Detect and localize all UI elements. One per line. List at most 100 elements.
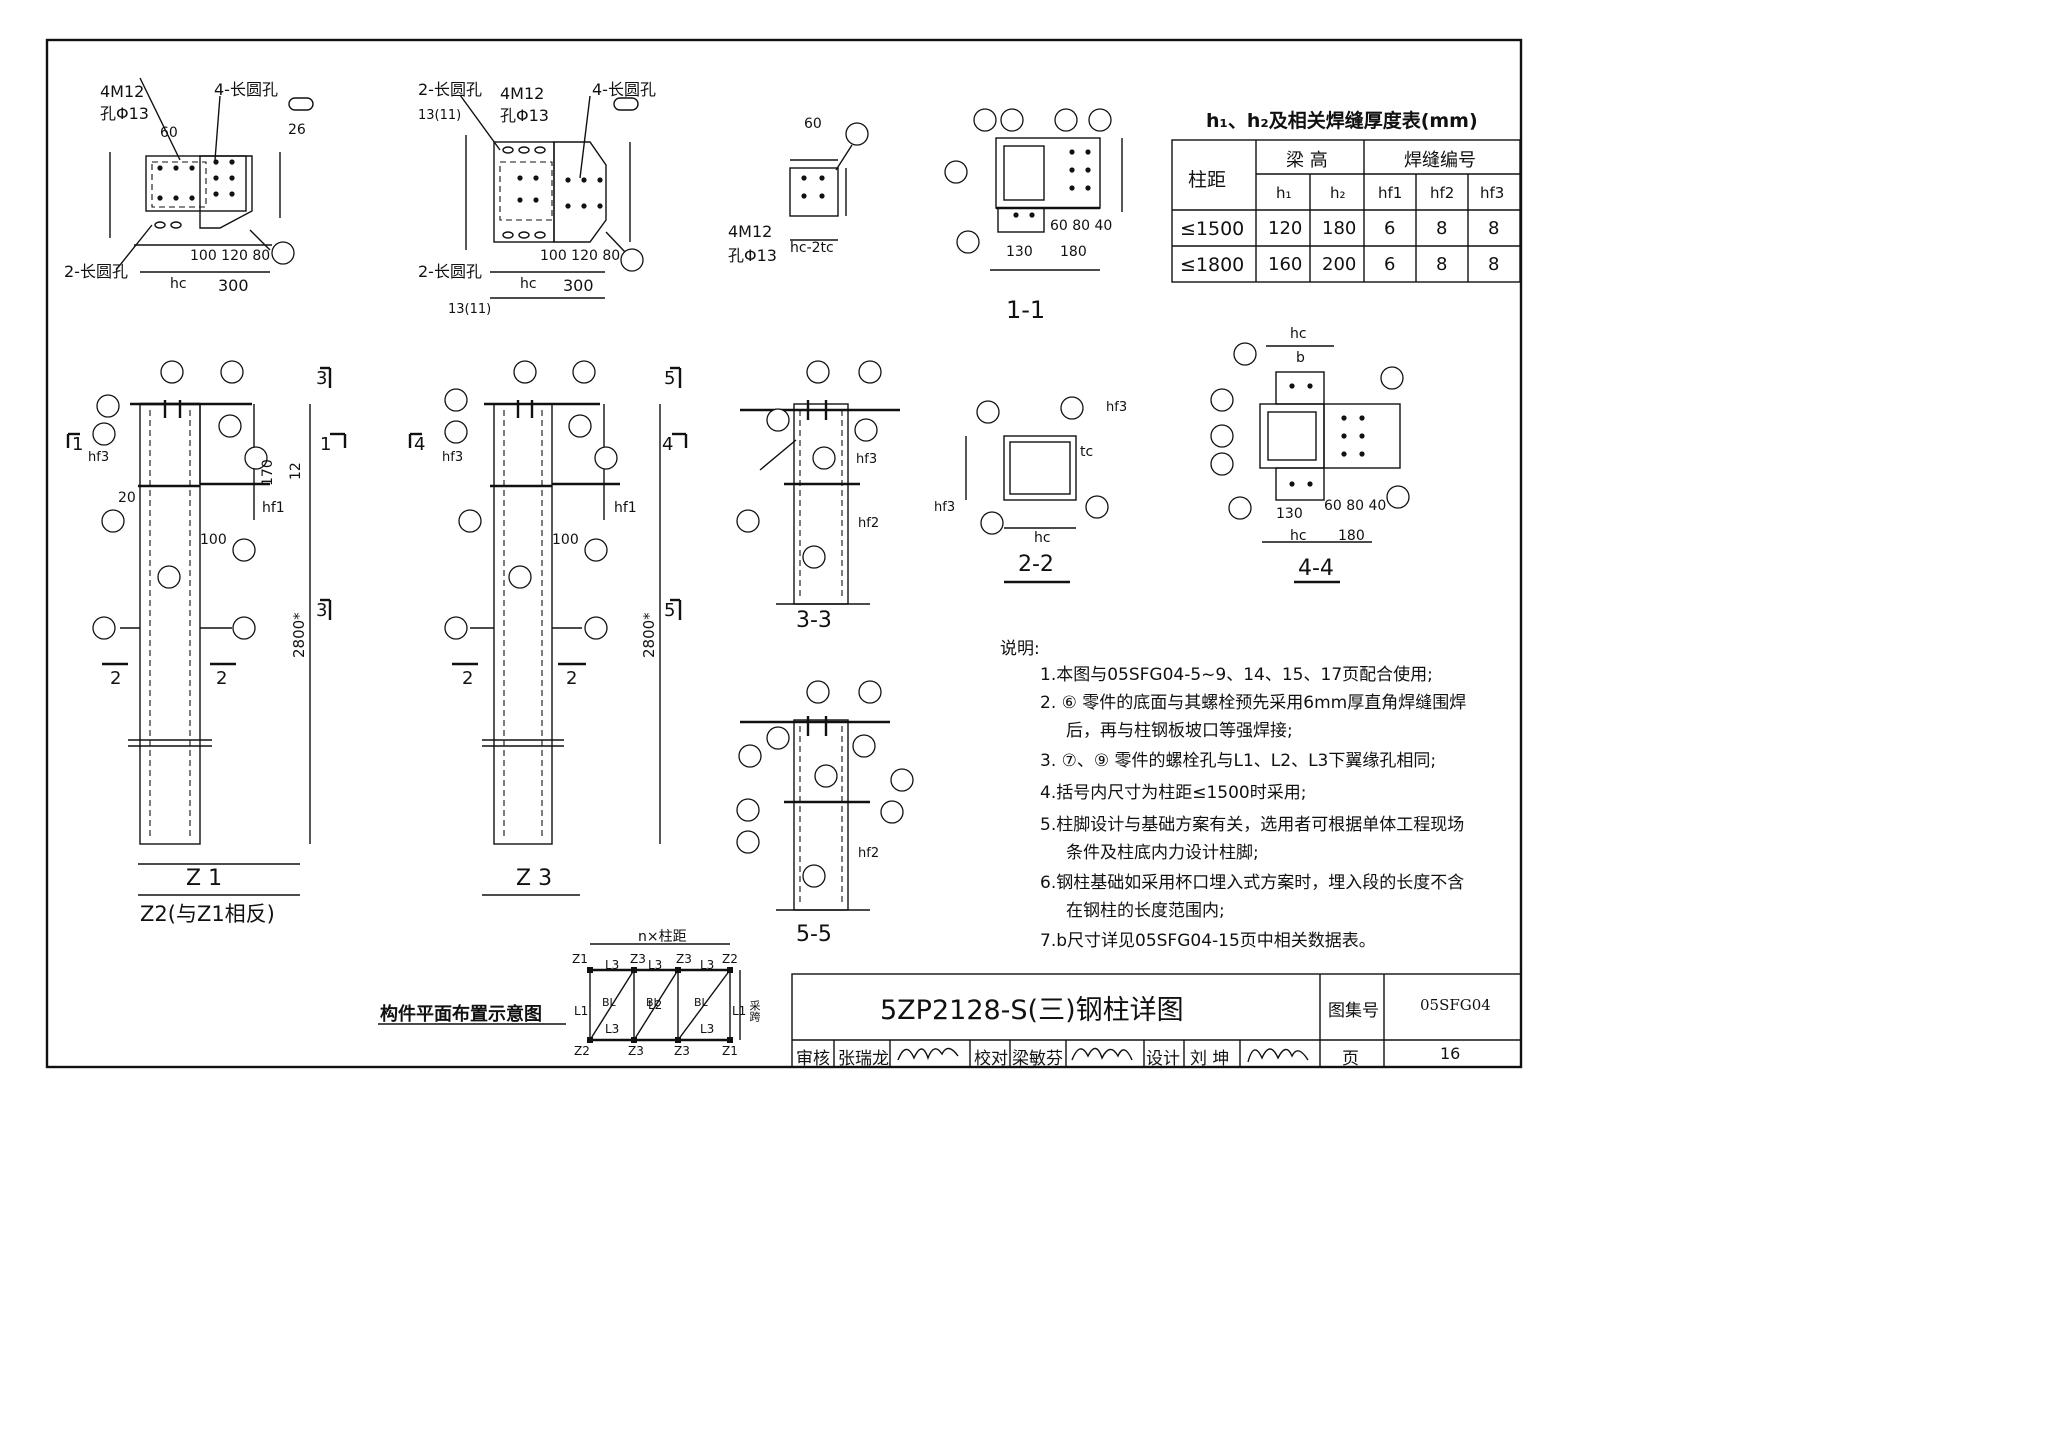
layout-bottom-node-1: Z3 [628,1044,644,1058]
weld-table-r1-c4: 8 [1436,218,1448,239]
dim-13-11-bottom: 13(11) [448,302,492,317]
layout-member-7: L1 [732,1004,747,1018]
hc-label-z3: hc [520,276,537,292]
hf1-label-z3: hf1 [614,500,637,516]
dim-180-s11: 180 [1060,244,1087,260]
weld-table-r1-c3: 6 [1384,218,1396,239]
sec-mark-2-right-z3: 2 [566,668,578,689]
section-5-5-title: 5-5 [796,922,832,947]
detail-part6-plate [789,122,869,241]
dim-608040-s44: 60 80 40 [1324,498,1387,514]
dim-100-z1: 100 [200,532,227,548]
note-7: 7.b尺寸详见05SFG04-15页中相关数据表。 [1040,931,1376,951]
title-block [791,973,1522,1068]
hf3-label-s33: hf3 [856,452,878,467]
weld-table-r2-c1: 160 [1268,254,1303,275]
weld-table-beam-height: 梁 高 [1286,150,1328,171]
checker-name: 梁敏芬 [1012,1049,1063,1069]
layout-top-node-1: L3 [605,958,620,972]
layout-member-4: BL [694,996,708,1009]
b-label-s44: b [1296,350,1305,366]
hf3-label-z3: hf3 [442,450,464,465]
hf2-label-s33: hf2 [858,516,880,531]
bolt-label-p6: 4M12 [728,222,773,241]
dim-608040-s11: 60 80 40 [1050,218,1113,234]
dim-130-s11: 130 [1006,244,1033,260]
layout-top-node-6: Z2 [722,952,738,966]
hc-label-z1: hc [170,276,187,292]
sheet-border [45,38,1523,1069]
bolt-label-z1: 4M12 [100,82,145,101]
section-2-2 [965,435,1077,584]
detail-z1-top-plate [109,77,314,273]
layout-bottom-node-2: Z3 [674,1044,690,1058]
layout-plan-title: 构件平面布置示意图 [380,1004,542,1025]
note-1: 1.本图与05SFG04-5~9、14、15、17页配合使用; [1040,665,1433,685]
reviewer-name: 张瑞龙 [838,1049,889,1069]
z1-title: Z 1 [186,866,223,891]
weld-table-weld-no: 焊缝编号 [1404,150,1476,171]
layout-top-node-0: Z1 [572,952,588,966]
weld-table-sub-hf1: hf1 [1378,184,1403,202]
layout-member-3: BL [646,996,660,1009]
layout-member-2: BL [602,996,616,1009]
notes-heading: 说明: [1000,639,1040,659]
hf2-label-s55: hf2 [858,846,880,861]
dim-12-z1: 12 [288,462,304,480]
dim-26-z1: 26 [288,122,306,138]
layout-bottom-node-0: Z2 [574,1044,590,1058]
hf3-label-s22-top: hf3 [1106,400,1128,415]
designer-name: 刘 坤 [1190,1049,1230,1069]
weld-table-r2-c2: 200 [1322,254,1357,275]
note-2: 2. ⑥ 零件的底面与其螺栓预先采用6mm厚直角焊缝围焊 [1040,693,1467,713]
slot4-label-z3: 4-长圆孔 [592,80,656,99]
weld-table-r1-c2: 180 [1322,218,1357,239]
drawing-sheet [45,38,1523,1069]
layout-member-1: L2 [648,998,663,1012]
dim-60-p6: 60 [804,116,822,132]
weld-table-r2-c5: 8 [1488,254,1500,275]
dim-row-z1: 100 120 80 [190,248,271,264]
hc-label-s44-top: hc [1290,326,1307,342]
dim-170-z1: 170 [260,459,276,486]
sec-mark-5-top: 5 [664,368,676,389]
weld-table-r1-c5: 8 [1488,218,1500,239]
weld-table-sub-h1: h₁ [1276,184,1292,202]
hole-label-z1: 孔Φ13 [100,104,149,123]
weld-thickness-table [1171,139,1521,283]
dim-60-z1: 60 [160,125,178,141]
layout-member-0: L1 [574,1004,589,1018]
elevation-z3 [408,366,688,896]
layout-member-5: L3 [605,1022,620,1036]
sec-mark-1-left: 1 [72,434,84,455]
dim-300-z1: 300 [218,276,249,295]
part-callouts [92,108,1410,888]
weld-table-r2-c4: 8 [1436,254,1448,275]
section-2-2-title: 2-2 [1018,552,1054,577]
hf1-label-z1: hf1 [262,500,285,516]
z3-title: Z 3 [516,866,553,891]
dim-13-11-top: 13(11) [418,108,462,123]
layout-span-label: n×柱距 [638,929,687,945]
sec-mark-4-right: 4 [662,434,674,455]
layout-top-node-5: L3 [700,958,715,972]
atlas-label: 图集号 [1328,1001,1379,1021]
hc-label-s22: hc [1034,530,1051,546]
bolt-label-z3: 4M12 [500,84,545,103]
sec-mark-4-left: 4 [414,434,426,455]
dim-2800-z3: 2800* [640,612,658,658]
note-3: 3. ⑦、⑨ 零件的螺栓孔与L1、L2、L3下翼缘孔相同; [1040,751,1437,771]
weld-table-title: h₁、h₂及相关焊缝厚度表(mm) [1206,110,1478,132]
review-label: 审核 [796,1049,830,1069]
dim-300-z3: 300 [563,276,594,295]
dim-20-z1: 20 [118,490,136,506]
weld-table-r2-c3: 6 [1384,254,1396,275]
section-4-4-title: 4-4 [1298,556,1334,581]
weld-table-sub-hf3: hf3 [1480,184,1505,202]
note-6: 6.钢柱基础如采用杯口埋入式方案时，埋入段的长度不含 [1040,873,1465,893]
section-5-5 [740,716,890,911]
layout-right-label: 采跨 [748,1000,761,1022]
dim-130-s44: 130 [1276,506,1303,522]
slot2-label-z3-top: 2-长圆孔 [418,80,482,99]
atlas-number: 05SFG04 [1420,996,1491,1014]
